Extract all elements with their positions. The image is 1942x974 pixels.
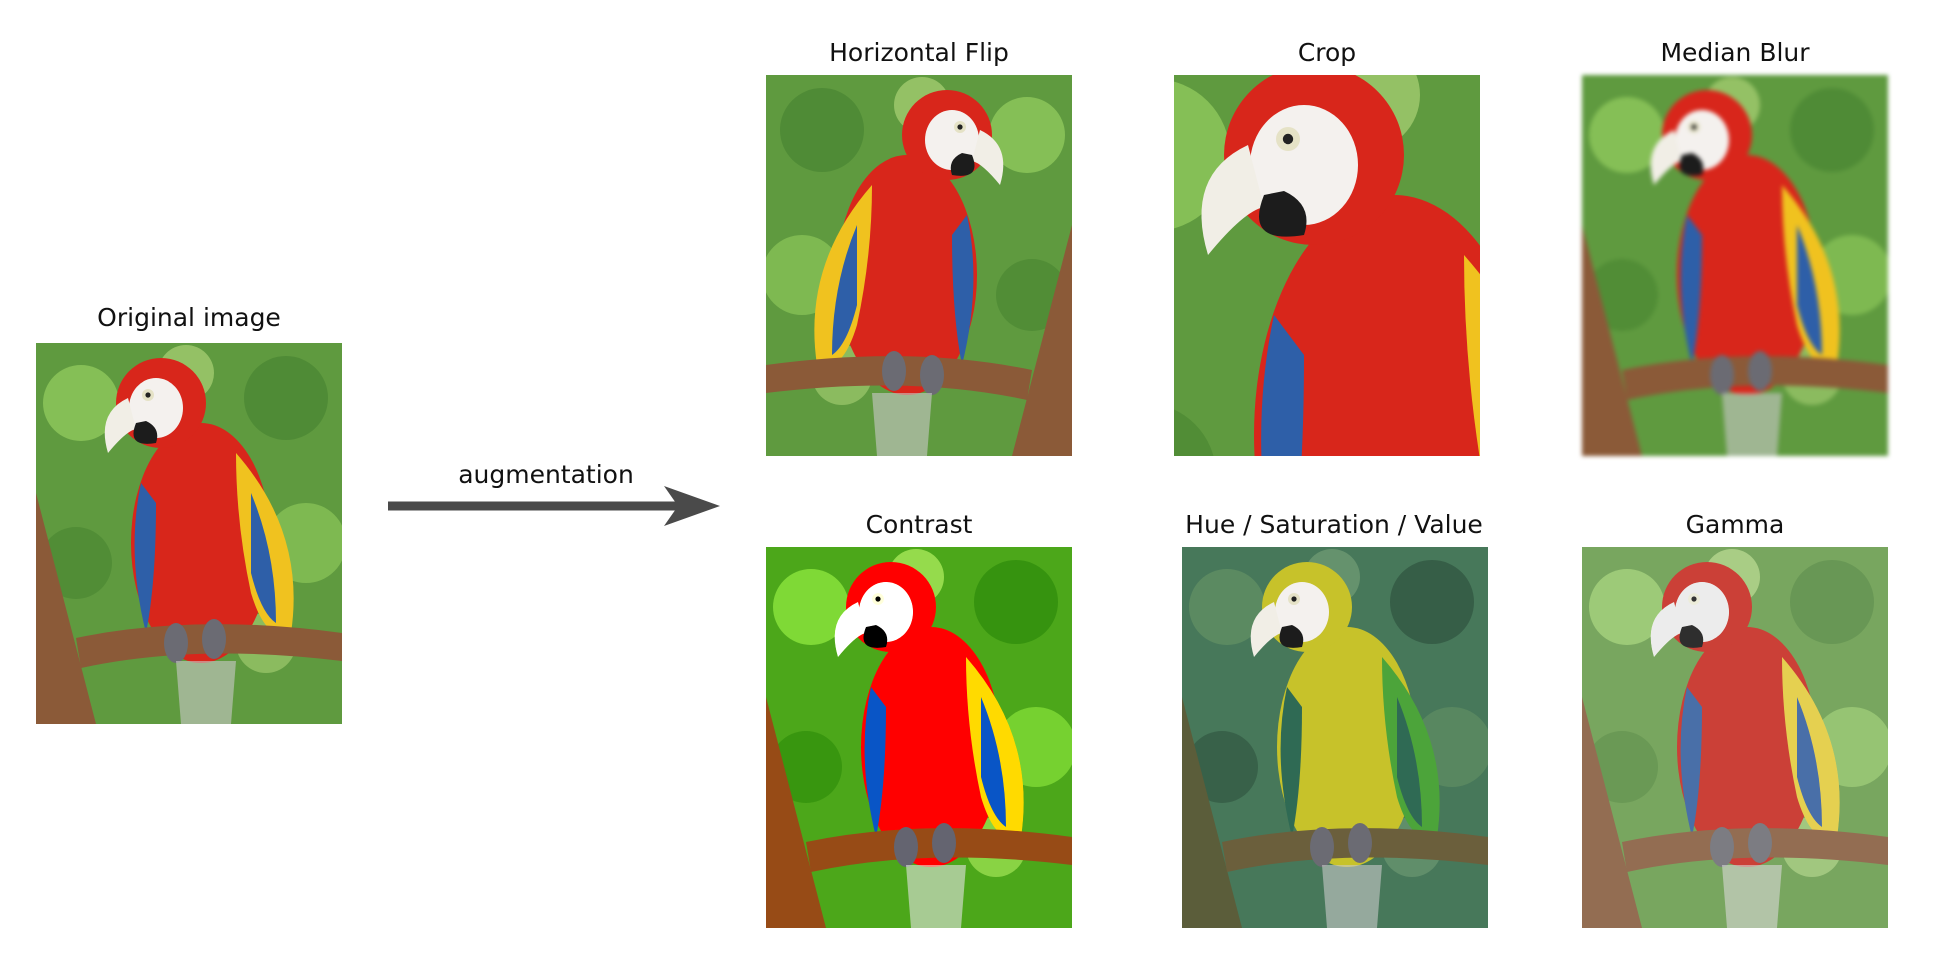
gamma-label: Gamma bbox=[1685, 510, 1785, 539]
original-parrot-image bbox=[36, 343, 342, 724]
crop-label: Crop bbox=[1297, 38, 1357, 67]
hue-saturation-value-image bbox=[1182, 547, 1488, 928]
horizontal-flip-label: Horizontal Flip bbox=[829, 38, 1009, 67]
augmentation-arrow-icon bbox=[388, 486, 720, 526]
original-image-label: Original image bbox=[97, 303, 281, 332]
crop-image bbox=[1174, 75, 1480, 456]
augmentation-label: augmentation bbox=[458, 460, 634, 489]
contrast-image bbox=[766, 547, 1072, 928]
horizontal-flip-image bbox=[766, 75, 1072, 456]
median-blur-label: Median Blur bbox=[1660, 38, 1810, 67]
contrast-label: Contrast bbox=[865, 510, 973, 539]
gamma-image bbox=[1582, 547, 1888, 928]
hsv-label: Hue / Saturation / Value bbox=[1185, 510, 1483, 539]
median-blur-image bbox=[1582, 75, 1888, 456]
